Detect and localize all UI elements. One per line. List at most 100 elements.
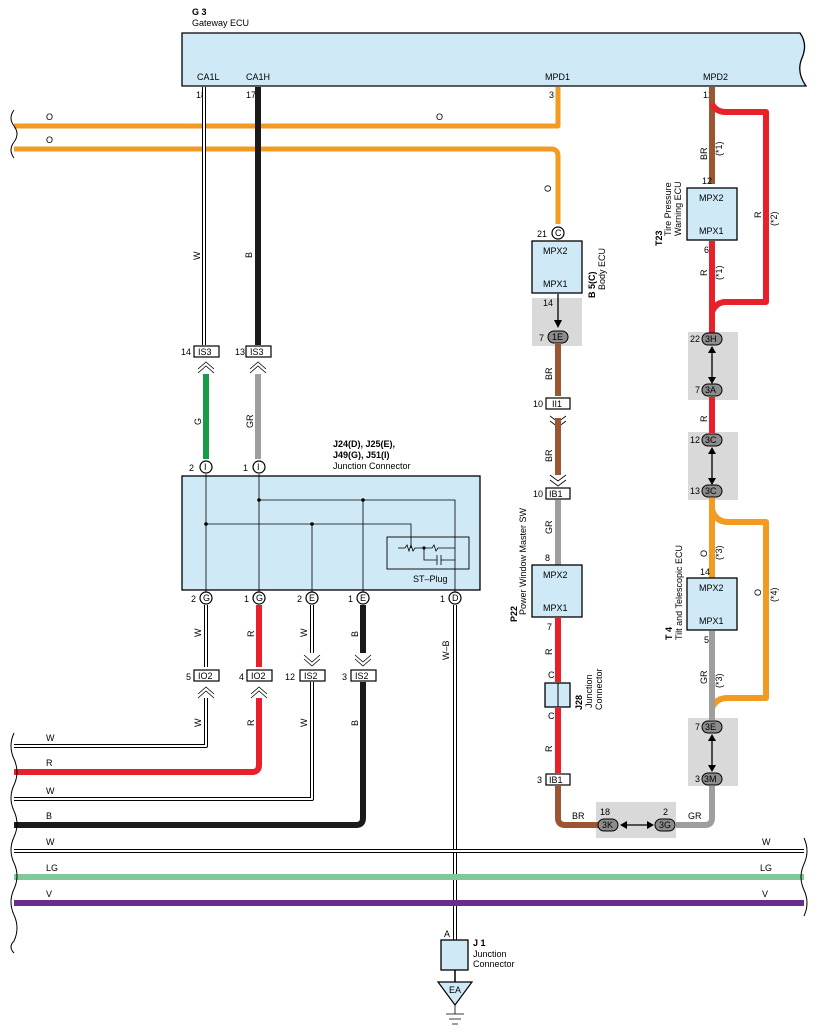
pw-mpx2: MPX2 (543, 570, 568, 580)
jc-codes-2: J49(G), J51(I) (333, 450, 390, 460)
label-w-3: W (193, 718, 203, 727)
body-ecu-box (531, 240, 583, 294)
conn-is2b-chevron (354, 654, 372, 667)
conn-3c1 (701, 433, 723, 447)
wire-orange-2 (14, 146, 561, 224)
st-plug-label: ST–Plug (413, 574, 448, 584)
jc-pin-b3-num: 2 (297, 594, 302, 604)
wire-r-bus (14, 698, 262, 775)
conn-io2a-chevron (197, 686, 215, 699)
conn-1e-num: 7 (539, 333, 544, 343)
conn-is2a-chevron (303, 654, 321, 667)
gateway-pin-3: 3 (549, 90, 554, 100)
ground-ea-triangle (436, 981, 474, 1007)
conn-ii1 (545, 397, 571, 410)
tilt-name: Tilt and Telescopic ECU (674, 545, 684, 640)
conn-ii1-num: 10 (533, 399, 543, 409)
tilt-pin-top: 14 (700, 567, 710, 577)
conn-ii1-label: II1 (552, 399, 562, 409)
body-mpx1: MPX1 (543, 279, 568, 289)
label-w-2: W (299, 628, 309, 637)
gateway-term-ca1l: CA1L (197, 72, 220, 82)
conn-io2a-num: 5 (186, 672, 191, 682)
label-o-2: O (436, 112, 443, 122)
body-mpx2: MPX2 (543, 246, 568, 256)
jc-pin-b2-num: 1 (244, 594, 249, 604)
jc-pin-t1-num: 2 (189, 463, 194, 473)
conn-3k-num: 18 (600, 807, 610, 817)
conn-3m (701, 772, 723, 786)
label-lg-left: LG (46, 863, 58, 873)
wire-b-bus (14, 682, 366, 828)
label-w-ca1l: W (192, 251, 202, 260)
jc-pin-t2-letter: I (257, 462, 260, 472)
conn-3h-num: 22 (690, 334, 700, 344)
body-pin-c (551, 226, 565, 240)
conn-io2b-chevron (250, 686, 268, 699)
label-w-full-left: W (46, 837, 55, 847)
jc-pin-b4-letter: E (360, 593, 366, 603)
conn-is2a-num: 12 (285, 672, 295, 682)
st-plug-box (386, 536, 470, 570)
conn-3c1-label: 3C (705, 435, 717, 445)
conn-ib1a (545, 487, 571, 500)
jc-pin-b1-letter: G (203, 593, 210, 603)
right-break-marks (800, 837, 808, 917)
tire-name1: Tire Pressure (663, 182, 673, 236)
label-br-tire: BR (699, 147, 709, 160)
pw-pin-bot: 7 (547, 622, 552, 632)
pw-code: P22 (509, 606, 519, 622)
label-v-right: V (762, 889, 768, 899)
wire-orange-1 (14, 87, 561, 129)
pw-pin-top: 8 (545, 553, 550, 563)
j1-box (440, 939, 469, 971)
body-pin-c-letter: C (555, 228, 562, 238)
label-o-1: O (46, 112, 53, 122)
j1-name2: Connector (473, 959, 515, 969)
gateway-code: G 3 (192, 7, 207, 17)
conn-3m-label: 3M (704, 774, 717, 784)
pw-mpx1: MPX1 (543, 603, 568, 613)
conn-3e (701, 720, 723, 734)
jc-pin-b1-num: 2 (191, 594, 196, 604)
conn-is2a-label: IS2 (304, 671, 318, 681)
body-name: Body ECU (597, 248, 607, 290)
label-r-tire: R (699, 269, 709, 276)
note-2: (*2) (769, 211, 779, 226)
conn-3g-label: 3G (659, 820, 671, 830)
gateway-term-ca1h: CA1H (246, 72, 270, 82)
conn-is3b (245, 345, 272, 358)
jc-pin-b1 (199, 591, 213, 605)
wire-br-bottom (555, 786, 598, 828)
conn-1e (547, 330, 569, 344)
conn-is3a-num: 14 (181, 347, 191, 357)
tilt-pin-bot: 5 (704, 635, 709, 645)
jc-pin-t2 (252, 460, 266, 474)
ground-ea-label: EA (449, 985, 461, 995)
label-r-1: R (246, 630, 256, 637)
tire-pin-top: 12 (702, 176, 712, 186)
tire-ecu-box (686, 187, 738, 241)
jc-box (181, 475, 481, 591)
conn-3c2 (701, 484, 723, 498)
label-b-1: B (350, 631, 360, 637)
label-g: G (193, 418, 203, 425)
j28-pin-bot: C (548, 711, 555, 721)
gateway-term-mpd1: MPD1 (545, 72, 570, 82)
conn-ib1a-chevron (549, 474, 567, 487)
conn-is2b (350, 669, 377, 682)
link-3k-3g-arrows (620, 821, 654, 829)
label-o-bypass: O (753, 589, 763, 596)
wire-w-bus2 (14, 682, 313, 800)
conn-3a-num: 7 (695, 385, 700, 395)
conn-3k (597, 818, 619, 832)
tilt-code: T 4 (664, 627, 674, 640)
body-pin-top: 21 (537, 229, 547, 239)
note-3-top: (*3) (714, 545, 724, 560)
label-gr-jc: GR (245, 414, 255, 428)
conn-is3b-num: 13 (235, 347, 245, 357)
conn-io2a (193, 669, 220, 682)
conn-is2a (299, 669, 326, 682)
conn-3a (701, 383, 723, 397)
